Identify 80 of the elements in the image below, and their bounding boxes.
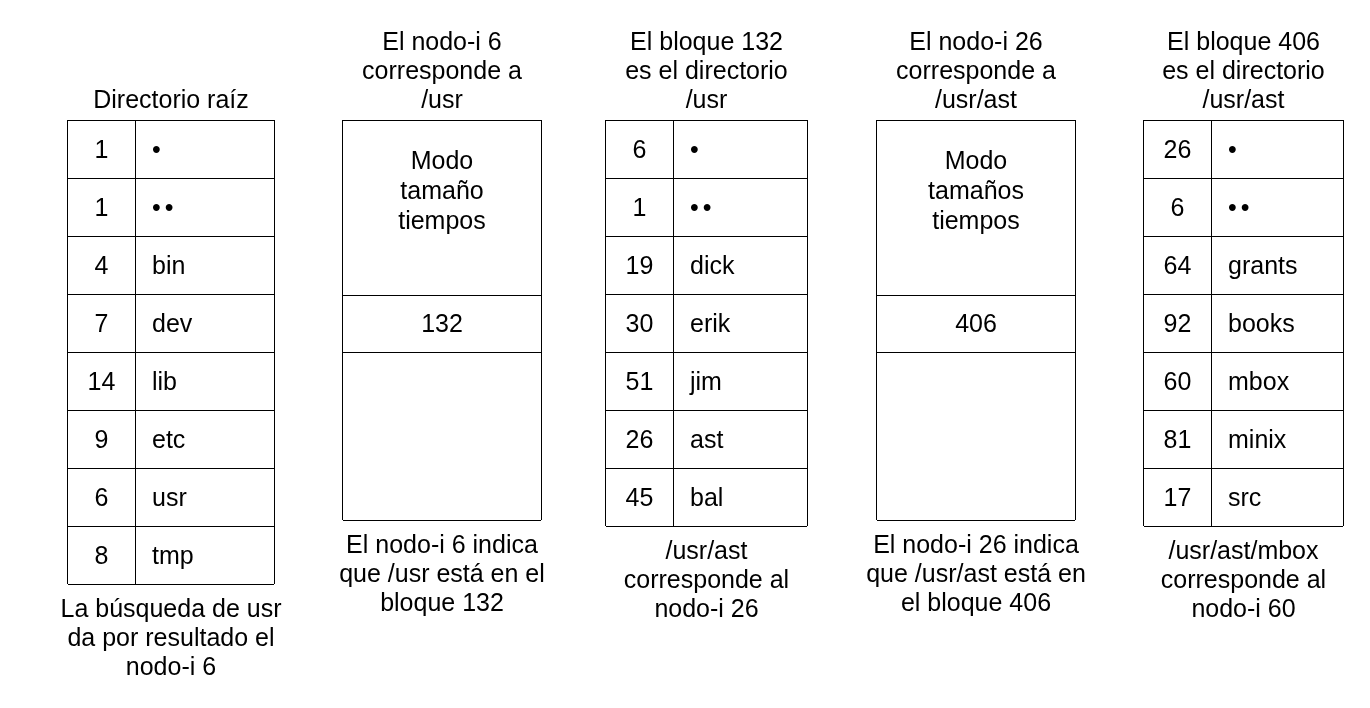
inode-number: 60 <box>1163 367 1192 396</box>
table-row <box>1144 295 1343 353</box>
file-name: ast <box>690 425 724 454</box>
inode-number: 19 <box>625 251 654 280</box>
table-row <box>68 237 274 295</box>
file-name: erik <box>690 309 731 338</box>
inode-number: 14 <box>87 367 116 396</box>
table-row <box>68 295 274 353</box>
file-name: grants <box>1228 251 1298 280</box>
file-name: bin <box>152 251 186 280</box>
table-row <box>1144 411 1343 469</box>
file-name: books <box>1228 309 1295 338</box>
inode-number: 8 <box>94 541 109 570</box>
description-text: /usr/ast corresponde al nodo-i 26 <box>622 536 791 623</box>
file-name: tmp <box>152 541 194 570</box>
inode-number: 1 <box>632 193 647 222</box>
inode-attributes: Modo tamaño tiempos <box>397 145 487 235</box>
table-row <box>68 411 274 469</box>
table-row <box>606 411 807 469</box>
inode-number: 6 <box>94 483 109 512</box>
file-name: • <box>690 135 703 164</box>
file-name: src <box>1228 483 1262 512</box>
description-text: El nodo-i 26 indica que /usr/ast está en el bloque 406 <box>865 530 1087 617</box>
inode-number: 1 <box>94 135 109 164</box>
table-row <box>1144 469 1343 527</box>
inode-number: 26 <box>1163 135 1192 164</box>
table-row <box>1144 353 1343 411</box>
block-number: 132 <box>420 308 464 338</box>
file-name: usr <box>152 483 187 512</box>
inode-attributes: Modo tamaños tiempos <box>927 145 1025 235</box>
inode-number: 81 <box>1163 425 1192 454</box>
inode-number: 6 <box>632 135 647 164</box>
inode-number: 17 <box>1163 483 1192 512</box>
file-name: • <box>152 135 165 164</box>
heading: El nodo-i 26 corresponde a /usr/ast <box>895 27 1057 114</box>
heading: El bloque 406 es el directorio /usr/ast <box>1161 27 1326 114</box>
heading: El nodo-i 6 corresponde a /usr <box>361 27 523 114</box>
file-name: •• <box>1228 193 1254 222</box>
file-name: etc <box>152 425 186 454</box>
file-name: dev <box>152 309 193 338</box>
inode-number: 1 <box>94 193 109 222</box>
table-row <box>1144 121 1343 179</box>
inode-number: 4 <box>94 251 109 280</box>
inode-number: 26 <box>625 425 654 454</box>
heading: El bloque 132 es el directorio /usr <box>624 27 789 114</box>
table-row <box>1144 179 1343 237</box>
table-row <box>606 237 807 295</box>
inode-number: 6 <box>1170 193 1185 222</box>
description-text: El nodo-i 6 indica que /usr está en el bloque 132 <box>338 530 546 617</box>
file-name: bal <box>690 483 724 512</box>
table-row <box>68 179 274 237</box>
table-row <box>606 121 807 179</box>
file-name: • <box>1228 135 1241 164</box>
inode-number: 45 <box>625 483 654 512</box>
block-number: 406 <box>954 308 998 338</box>
description-text: La búsqueda de usr da por resultado el nodo-i 6 <box>59 594 283 681</box>
inode-number: 92 <box>1163 309 1192 338</box>
table-row <box>68 469 274 527</box>
description-text: /usr/ast/mbox corresponde al nodo-i 60 <box>1159 536 1328 623</box>
inode-number: 51 <box>625 367 654 396</box>
file-name: jim <box>690 367 722 396</box>
table-row <box>606 353 807 411</box>
inode-number: 30 <box>625 309 654 338</box>
file-name: dick <box>690 251 735 280</box>
file-name: lib <box>152 367 177 396</box>
table-row <box>606 295 807 353</box>
file-name: •• <box>690 193 716 222</box>
file-name: mbox <box>1228 367 1290 396</box>
table-row <box>68 121 274 179</box>
table-row <box>68 527 274 585</box>
table-row <box>606 469 807 527</box>
table-row <box>68 353 274 411</box>
heading: Directorio raíz <box>92 85 250 114</box>
table-row <box>606 179 807 237</box>
table-row <box>1144 237 1343 295</box>
inode-number: 64 <box>1163 251 1192 280</box>
file-name: •• <box>152 193 178 222</box>
inode-number: 7 <box>94 309 109 338</box>
inode-number: 9 <box>94 425 109 454</box>
file-name: minix <box>1228 425 1287 454</box>
